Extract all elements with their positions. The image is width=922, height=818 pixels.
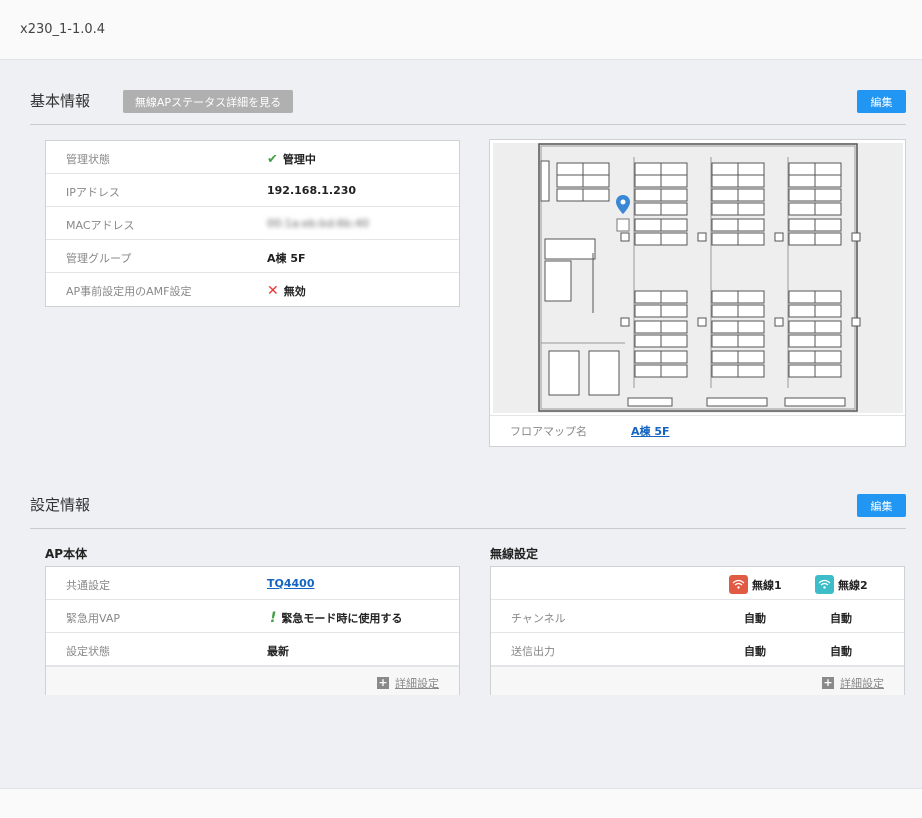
ip-value: 192.168.1.230 [267, 184, 357, 197]
ap-label: 緊急用VAP [66, 612, 120, 625]
info-row-status: 管理状態 ✔ 管理中 [46, 141, 459, 174]
info-label: AP事前設定用のAMF設定 [66, 285, 192, 298]
plus-icon: + [822, 676, 834, 689]
floormap-image[interactable] [493, 143, 903, 413]
floormap-link[interactable]: A棟 5F [631, 425, 670, 438]
ap-label: 設定状態 [66, 645, 110, 658]
floor-plan [538, 143, 861, 412]
footer-bar [0, 788, 922, 818]
wifi-icon [815, 575, 834, 594]
ap-body-title: AP本体 [45, 547, 88, 561]
wireless-header-row: 無線1 無線2 [491, 567, 904, 600]
radio2-power: 自動 [830, 645, 852, 658]
info-label: 管理グループ [66, 252, 132, 265]
settings-heading: 設定情報 [30, 496, 91, 514]
ap-row-emergency: 緊急用VAP ! 緊急モード時に使用する [46, 600, 459, 633]
wireless-title: 無線設定 [490, 547, 539, 561]
settings-edit-button[interactable]: 編集 [857, 494, 906, 517]
cross-icon: ✕ [267, 283, 279, 299]
wireless-label: チャンネル [511, 612, 566, 625]
check-icon: ✔ [267, 151, 278, 167]
info-label: MACアドレス [66, 219, 135, 232]
basic-info-panel: 管理状態 ✔ 管理中 IPアドレス 192.168.1.230 MACアドレス … [45, 140, 460, 307]
basic-info-heading: 基本情報 [30, 92, 91, 110]
radio1-channel: 自動 [744, 612, 766, 625]
wireless-panel: 無線1 無線2 チャンネル 自動 自動 送信出力 自動 自動 + 詳細設定 [490, 566, 905, 695]
wireless-row-power: 送信出力 自動 自動 [491, 633, 904, 666]
wireless-footer: + 詳細設定 [491, 667, 904, 695]
radio1-power: 自動 [744, 645, 766, 658]
floormap-label: フロアマップ名 [510, 425, 587, 438]
top-bar: x230_1-1.0.4 [0, 0, 922, 60]
info-row-mac: MACアドレス 00:1a:eb:bd:6b:40 [46, 207, 459, 240]
wireless-label: 送信出力 [511, 645, 555, 658]
emergency-value: 緊急モード時に使用する [281, 612, 403, 625]
ap-footer: + 詳細設定 [46, 667, 459, 695]
divider [30, 528, 906, 529]
radio2-channel: 自動 [830, 612, 852, 625]
page-title: x230_1-1.0.4 [20, 22, 106, 37]
ap-marker[interactable] [616, 218, 630, 232]
info-label: 管理状態 [66, 153, 110, 166]
exclamation-icon: ! [270, 610, 277, 626]
state-value: 最新 [267, 645, 289, 658]
plus-icon: + [377, 676, 389, 689]
amf-value: 無効 [283, 285, 306, 298]
floormap-panel: フロアマップ名 A棟 5F [489, 139, 906, 447]
ap-status-detail-button[interactable]: 無線APステータス詳細を見る [123, 90, 293, 113]
radio1-label: 無線1 [752, 578, 782, 592]
common-setting-link[interactable]: TQ4400 [267, 577, 315, 590]
ap-row-common: 共通設定 TQ4400 [46, 567, 459, 600]
wifi-icon [729, 575, 748, 594]
wireless-row-channel: チャンネル 自動 自動 [491, 600, 904, 633]
ap-label: 共通設定 [66, 579, 110, 592]
ap-detail-link[interactable]: + 詳細設定 [377, 676, 439, 690]
info-row-amf: AP事前設定用のAMF設定 ✕ 無効 [46, 273, 459, 306]
wireless-detail-link[interactable]: + 詳細設定 [822, 676, 884, 690]
ap-row-state: 設定状態 最新 [46, 633, 459, 666]
divider [30, 124, 906, 125]
group-value: A棟 5F [267, 252, 306, 265]
info-row-ip: IPアドレス 192.168.1.230 [46, 174, 459, 207]
ap-location[interactable] [616, 195, 630, 232]
ap-body-panel: 共通設定 TQ4400 緊急用VAP ! 緊急モード時に使用する 設定状態 最新… [45, 566, 460, 695]
info-label: IPアドレス [66, 186, 120, 199]
mac-value: 00:1a:eb:bd:6b:40 [267, 217, 369, 230]
divider [490, 415, 905, 416]
status-value: 管理中 [282, 153, 316, 166]
basic-edit-button[interactable]: 編集 [857, 90, 906, 113]
radio2-label: 無線2 [838, 578, 868, 592]
info-row-group: 管理グループ A棟 5F [46, 240, 459, 273]
